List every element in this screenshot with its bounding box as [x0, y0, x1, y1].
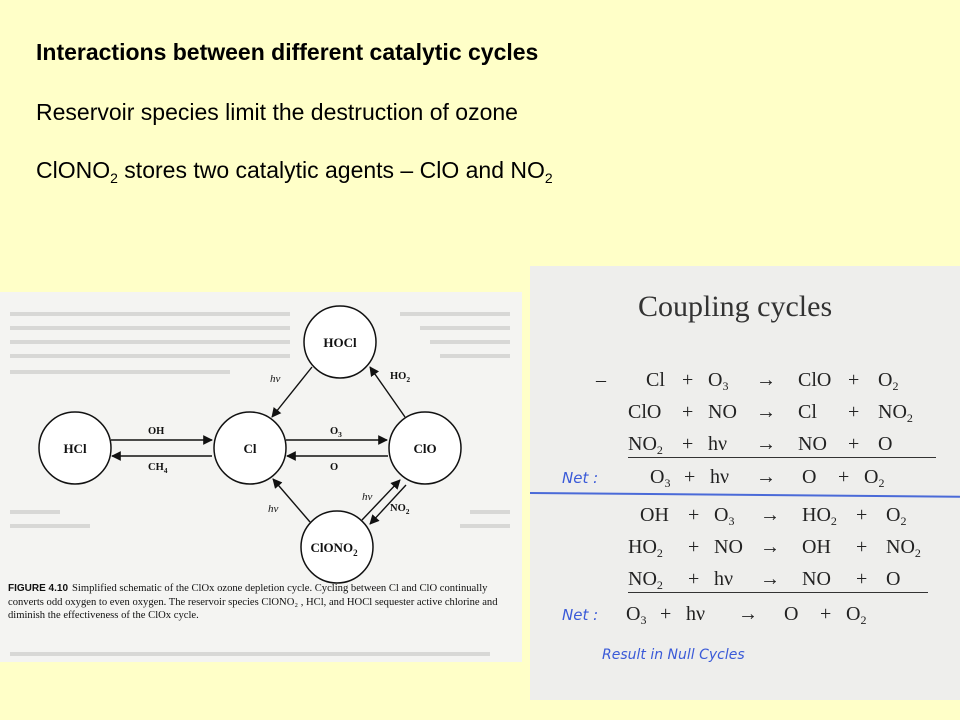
label-ch4: CH4 [148, 462, 168, 475]
node-label-clo: ClO [413, 441, 436, 456]
node-label-hcl: HCl [63, 441, 87, 456]
label-hv-clono2: hν [268, 503, 279, 515]
label-o3: O3 [330, 426, 342, 439]
label-ho2: HO2 [390, 371, 410, 384]
arrow-clo-to-hocl [369, 366, 406, 418]
node-clo [388, 411, 462, 485]
label-hv-clono2-clo: hν [362, 491, 373, 503]
slide-line-reservoir: Reservoir species limit the destruction … [36, 99, 518, 125]
node-label-clono2: ClONO2 [310, 540, 358, 558]
line3-sub1: 2 [110, 170, 118, 186]
arrow-clono2-to-cl [272, 478, 311, 523]
label-o: O [330, 462, 338, 473]
node-hcl [38, 411, 112, 485]
caption-label: FIGURE 4.10 [8, 583, 69, 594]
node-hocl [303, 305, 377, 379]
clox-cycle-figure: HOCl HCl Cl ClO ClONO2 OH CH4 O3 O HO2 N… [0, 292, 522, 662]
handwritten-note: Result in Null Cycles [602, 647, 745, 663]
arrow-hocl-to-cl [271, 366, 313, 418]
page-title: Coupling cycles [638, 290, 833, 323]
slide-title: Interactions between different catalytic… [36, 39, 539, 65]
reaction-dash: – [596, 369, 606, 391]
faint-text-lines [10, 312, 510, 656]
label-hv-hocl: hν [270, 373, 281, 385]
line3-pre: ClONO [36, 157, 111, 183]
divider-line [530, 492, 960, 498]
arrow-clo-to-clono2 [369, 484, 407, 525]
net-label-1: Net : [562, 469, 599, 487]
arrow-clono2-to-clo [361, 479, 401, 521]
label-oh: OH [148, 426, 164, 437]
label-no2: NO2 [390, 503, 410, 516]
node-cl [213, 411, 287, 485]
net-label-2: Net : [562, 606, 599, 624]
caption-text: Simplified schematic of the ClOx ozone d… [8, 583, 498, 621]
node-clono2 [300, 510, 374, 584]
slide-line-clono2: ClONO2 stores two catalytic agents – ClO… [36, 156, 553, 186]
line3-sub2: 2 [544, 170, 553, 186]
coupling-cycles-page: Coupling cycles – Cl + O3 → ClO + O2 ClO… [530, 266, 960, 700]
node-label-hocl: HOCl [323, 335, 357, 350]
node-label-cl: Cl [244, 441, 257, 456]
line3-mid: stores two catalytic agents – ClO and NO [117, 157, 545, 183]
clox-cycle-diagram: HOCl HCl Cl ClO ClONO2 OH CH4 O3 O HO2 N… [10, 305, 510, 656]
